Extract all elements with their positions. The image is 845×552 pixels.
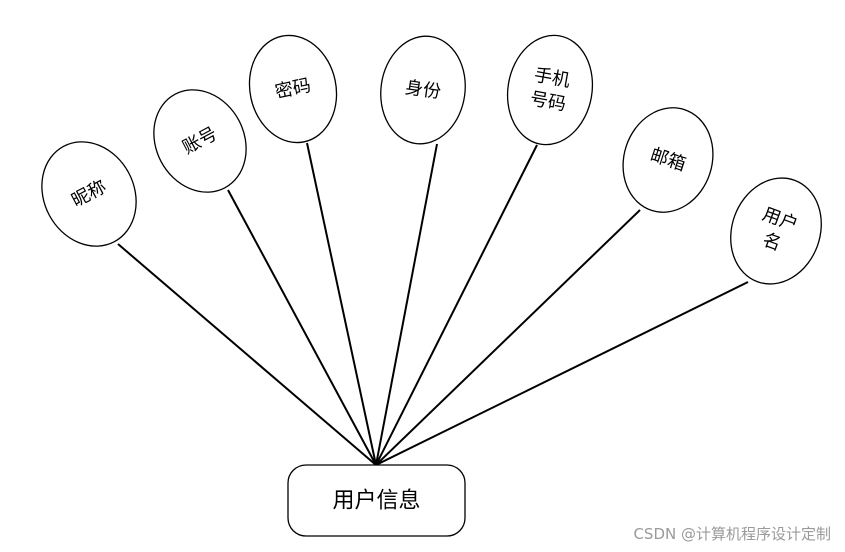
entity-box: 用户信息 bbox=[287, 464, 466, 537]
connector-phone bbox=[375, 144, 538, 466]
attribute-ellipse-phone bbox=[506, 34, 594, 146]
attribute-ellipse-identity bbox=[380, 35, 466, 145]
connector-identity bbox=[375, 143, 438, 466]
watermark-text: CSDN @计算机程序设计定制 bbox=[633, 525, 831, 543]
attribute-ellipse-nickname bbox=[41, 141, 137, 247]
attribute-password: 密码 bbox=[248, 34, 338, 144]
attribute-ellipse-password bbox=[248, 34, 338, 144]
connector-username bbox=[375, 281, 749, 466]
attribute-ellipse-account bbox=[153, 89, 247, 193]
connector-password bbox=[306, 142, 377, 466]
entity-rect bbox=[287, 464, 466, 537]
attribute-ellipse-username bbox=[730, 177, 822, 285]
attribute-ellipse-email bbox=[622, 107, 714, 213]
connector-lines bbox=[117, 142, 749, 466]
attribute-identity: 身份 bbox=[380, 35, 466, 145]
attribute-email: 邮箱 bbox=[622, 107, 714, 213]
attribute-account: 账号 bbox=[153, 89, 247, 193]
entity-label: 用户信息 bbox=[332, 489, 420, 514]
attribute-label-identity: 身份 bbox=[404, 77, 443, 103]
attribute-username: 用户名 bbox=[730, 177, 822, 285]
connector-account bbox=[227, 189, 377, 466]
connector-email bbox=[375, 209, 641, 466]
connector-nickname bbox=[117, 243, 377, 466]
attribute-nickname: 昵称 bbox=[41, 141, 137, 247]
